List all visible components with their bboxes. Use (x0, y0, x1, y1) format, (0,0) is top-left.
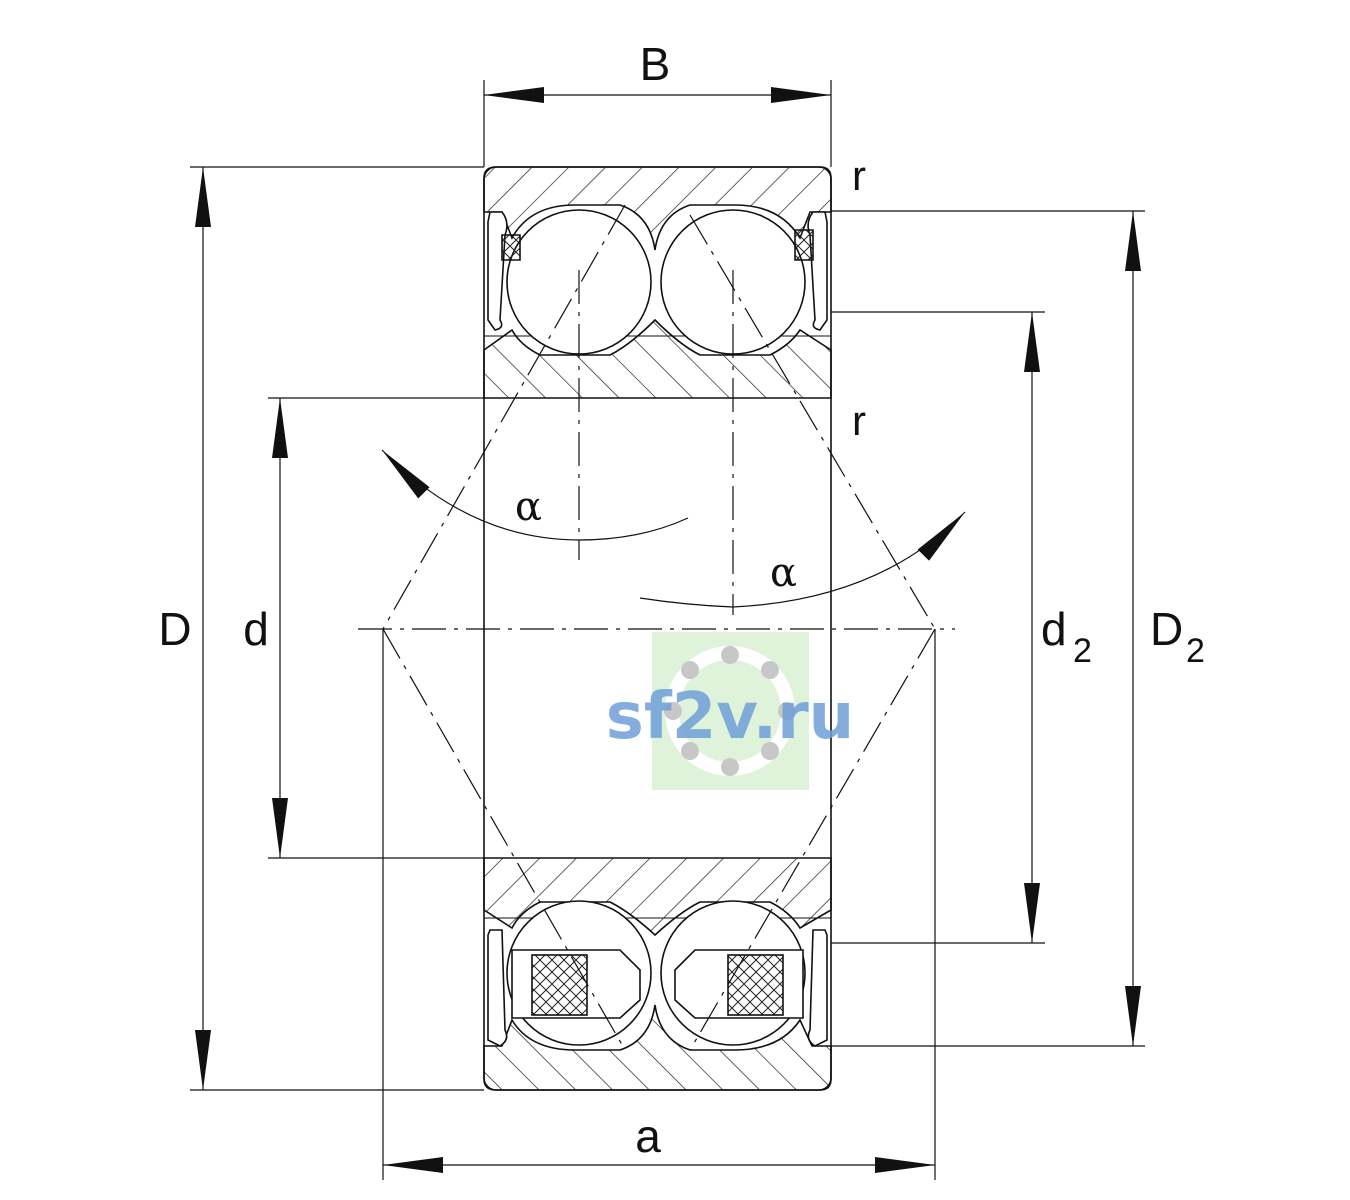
label-D2-subscript: 2 (1186, 632, 1205, 670)
watermark-bearing-ball (721, 758, 739, 776)
label-a: a (635, 1110, 661, 1162)
angle-arc-right (639, 511, 966, 608)
label-alpha-right: α (770, 550, 797, 596)
seal-top-left (487, 211, 508, 331)
contact-line-top-right (689, 214, 936, 630)
label-r-inner: r (852, 397, 866, 444)
watermark-bearing-ball (761, 661, 779, 679)
dimension-lines (195, 87, 1141, 1173)
label-r-top: r (852, 152, 866, 199)
cage-bottom-right-filler (727, 954, 784, 1016)
dimension-labels: B D d d 2 D 2 a r r α α (158, 38, 1205, 1162)
contact-line-bottom-right (689, 628, 936, 1051)
watermark-bearing-ball (664, 702, 682, 720)
label-D2: D (1150, 603, 1183, 655)
label-d2: d (1041, 603, 1067, 655)
contact-line-top-left (382, 204, 626, 630)
inner-ring-bottom (483, 857, 832, 937)
seal-bottom-right (807, 929, 828, 1047)
bearing-section (483, 166, 832, 1091)
watermark-text: sf2v.ru (606, 680, 854, 754)
watermark-bearing-ball (761, 742, 779, 760)
label-B: B (640, 38, 671, 90)
label-d2-subscript: 2 (1073, 632, 1092, 670)
seal-top-left-lip (501, 234, 521, 261)
watermark-bearing-ball (681, 742, 699, 760)
cage-bottom-left-filler (531, 954, 588, 1016)
label-d: d (243, 603, 269, 655)
construction-lines (358, 204, 955, 1051)
angle-arc-left (381, 449, 689, 541)
extension-lines (190, 80, 1145, 1180)
watermark-bearing-ball (681, 661, 699, 679)
seal-top-right-lip (794, 229, 814, 261)
contact-line-bottom-left (382, 628, 626, 1051)
label-D: D (158, 603, 191, 655)
watermark-bearing-ball (778, 702, 796, 720)
inner-ring-top (483, 318, 832, 399)
watermark-bearing-ball (721, 646, 739, 664)
seal-bottom-left (487, 929, 508, 1047)
label-alpha-left: α (515, 484, 542, 530)
watermark-badge (652, 632, 809, 790)
